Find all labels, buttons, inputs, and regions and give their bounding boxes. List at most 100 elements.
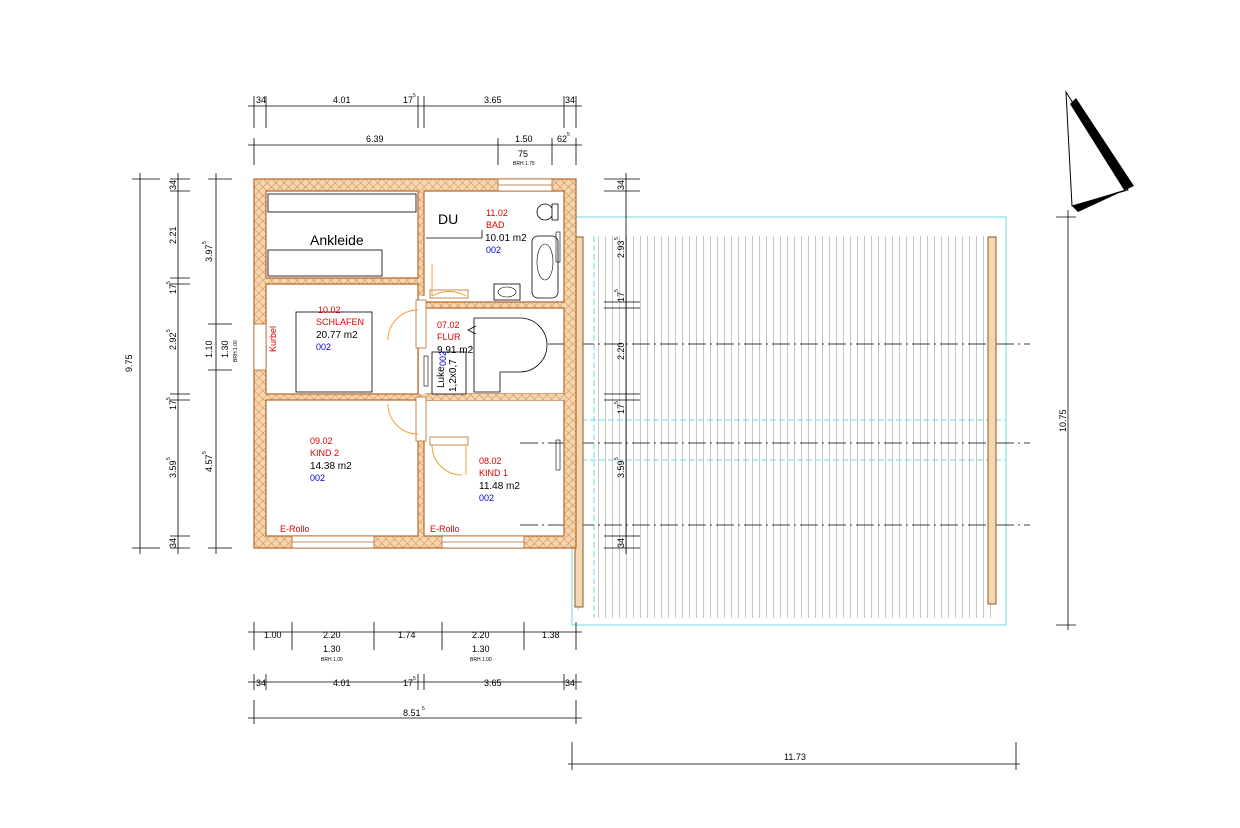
- carport-beam-right: [987, 236, 997, 605]
- dim-top-401: 4.01: [333, 95, 351, 105]
- dim-top-17-sup: 5: [413, 93, 416, 99]
- dim-bottom-220b: 2.20: [472, 630, 490, 640]
- dim-bottom-total-sup: 5: [422, 706, 425, 712]
- right-dimensions: [604, 173, 1076, 630]
- dim-left-397: 3.97: [204, 244, 214, 262]
- room-du-label: DU: [438, 211, 458, 227]
- dim-bottom-17: 17: [403, 678, 413, 688]
- luke-code: 002: [438, 351, 448, 366]
- dim-top-17: 17: [403, 95, 413, 105]
- dim-right-17b: 17: [616, 404, 626, 414]
- dim-left-457: 4.57: [204, 454, 214, 472]
- sink: [493, 283, 521, 301]
- dim-left-457-sup: 5: [202, 451, 208, 454]
- room-schlafen-number: 10.02: [318, 305, 341, 315]
- bottom-dimension-text: 1.00 2.20 1.74 2.20 1.38 1.30 BRH 1.00 1…: [256, 630, 806, 762]
- dim-bottom-100: 1.00: [264, 630, 282, 640]
- room-kind1-number: 08.02: [479, 456, 502, 466]
- dim-left-34b: 34: [168, 538, 178, 548]
- dim-top-34a: 34: [256, 95, 266, 105]
- dim-right-17a-sup: 5: [614, 289, 620, 292]
- dim-top-639: 6.39: [366, 134, 384, 144]
- dim-right-293: 2.93: [616, 240, 626, 258]
- dim-left-397-sup: 5: [202, 241, 208, 244]
- room-bad-code: 002: [486, 245, 501, 255]
- luke-label: Luke: [436, 366, 447, 388]
- room-kind1-area: 11.48 m2: [479, 481, 520, 492]
- building: [253, 178, 577, 549]
- kurbel-label: Kurbel: [268, 326, 278, 352]
- room-bad-area: 10.01 m2: [485, 233, 527, 244]
- erollo-label-2: E-Rollo: [430, 524, 460, 534]
- dim-left-359-sup: 5: [166, 457, 172, 460]
- room-kind2-name: KIND 2: [310, 448, 339, 458]
- carport: [520, 216, 1030, 626]
- carport-slats: [594, 236, 994, 618]
- luke-hatch: [431, 351, 467, 395]
- dim-left-292-sup: 5: [166, 329, 172, 332]
- dim-right-293-sup: 5: [614, 237, 620, 240]
- dim-bottom-34a: 34: [256, 678, 266, 688]
- dim-left-win-brh: BRH 1.00: [233, 340, 239, 362]
- dim-bottom-138: 1.38: [542, 630, 560, 640]
- dim-right-34b: 34: [616, 538, 626, 548]
- room-ankleide-label: Ankleide: [310, 232, 364, 248]
- left-dimensions: [132, 173, 232, 554]
- dim-right-220: 2.20: [616, 342, 626, 360]
- dim-top-34b: 34: [565, 95, 575, 105]
- dim-top-75: 75: [518, 149, 528, 159]
- dim-right-1075: 10.75: [1058, 409, 1068, 432]
- left-dimension-text: 9.75 34 2.21 17 5 2.92 5 17 5 3.59 5 34 …: [124, 180, 239, 548]
- dim-left-221: 2.21: [168, 226, 178, 244]
- toilet: [536, 203, 554, 221]
- dim-bottom-win2-brh: BRH 1.00: [470, 657, 492, 663]
- dim-top-365: 3.65: [484, 95, 502, 105]
- top-dimensions: [248, 96, 582, 165]
- dim-top-brh: BRH 1.75: [513, 161, 535, 167]
- room-schlafen-code: 002: [316, 342, 331, 352]
- dim-left-win: 1.30: [220, 340, 230, 358]
- room-kind1-name: KIND 1: [479, 468, 508, 478]
- dim-bottom-total: 8.51: [403, 708, 421, 718]
- dim-top-62: 62: [557, 134, 567, 144]
- dim-left-17a: 17: [168, 284, 178, 294]
- dim-left-975: 9.75: [124, 354, 134, 372]
- bathtub: [531, 235, 559, 299]
- bed: [295, 311, 373, 393]
- dim-right-359-sup: 5: [614, 457, 620, 460]
- room-kind2-area: 14.38 m2: [310, 461, 352, 472]
- stairs: [473, 317, 548, 393]
- dim-left-17b: 17: [168, 400, 178, 410]
- north-arrow-icon: [1065, 90, 1134, 212]
- room-labels: Ankleide DU 11.02 BAD 10.01 m2 002 10.02…: [268, 208, 527, 534]
- room-kind1-code: 002: [479, 493, 494, 503]
- right-dimension-text: 34 2.93 5 17 5 2.20 17 5 3.59 5 34 10.75: [614, 180, 1068, 548]
- dim-top-150: 1.50: [515, 134, 533, 144]
- room-kind2-code: 002: [310, 473, 325, 483]
- dim-bottom-17-sup: 5: [413, 676, 416, 682]
- dim-bottom-365: 3.65: [484, 678, 502, 688]
- room-flur-area: 9.91 m2: [437, 345, 474, 356]
- room-bad-name: BAD: [486, 220, 505, 230]
- dim-bottom-win1: 1.30: [323, 644, 341, 654]
- dim-right-17b-sup: 5: [614, 401, 620, 404]
- dim-bottom-win2: 1.30: [472, 644, 490, 654]
- dim-right-359: 3.59: [616, 460, 626, 478]
- dim-left-17a-sup: 5: [166, 281, 172, 284]
- dim-left-34a: 34: [168, 180, 178, 190]
- top-dimension-text: 34 4.01 17 5 3.65 34 6.39 1.50 62 5 75 B…: [256, 93, 575, 167]
- dim-top-62-sup: 5: [567, 132, 570, 138]
- erollo-label-1: E-Rollo: [280, 524, 310, 534]
- bottom-dimensions: [248, 622, 1020, 770]
- dim-left-359: 3.59: [168, 460, 178, 478]
- room-schlafen-area: 20.77 m2: [316, 330, 358, 341]
- room-flur-number: 07.02: [437, 320, 460, 330]
- dim-bottom-220a: 2.20: [323, 630, 341, 640]
- dim-right-17a: 17: [616, 292, 626, 302]
- dim-bottom-carport: 11.73: [784, 752, 806, 762]
- room-flur-name: FLUR: [437, 332, 461, 342]
- room-kind2-number: 09.02: [310, 436, 333, 446]
- luke-size: 1,2x0,7: [448, 359, 459, 392]
